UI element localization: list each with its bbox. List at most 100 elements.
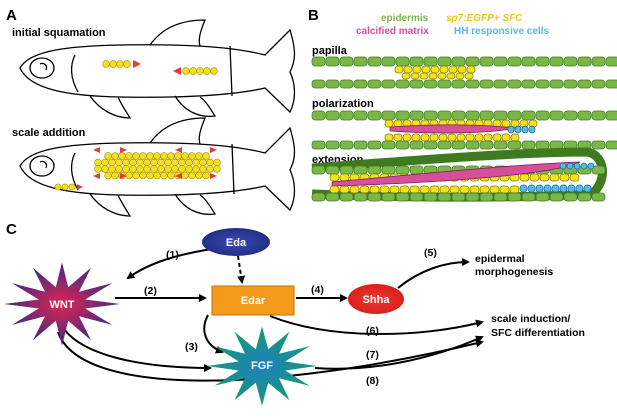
epidermis-cell bbox=[535, 110, 550, 121]
sfc-cell bbox=[489, 185, 500, 194]
scale-cell bbox=[104, 152, 112, 160]
hh-cell bbox=[587, 162, 595, 170]
hh-cell bbox=[551, 184, 560, 193]
epidermis-cell bbox=[535, 56, 550, 67]
scale-cell bbox=[157, 165, 165, 173]
arrowhead-red bbox=[175, 173, 182, 179]
scale-cell bbox=[111, 171, 119, 180]
epidermis-cell bbox=[507, 140, 522, 150]
epidermis-cell bbox=[549, 56, 564, 67]
epidermis-cell bbox=[549, 110, 564, 121]
hh-cell bbox=[575, 184, 584, 193]
epidermis-cell bbox=[451, 192, 466, 202]
arrow-5 bbox=[397, 258, 470, 289]
calcified-matrix bbox=[331, 161, 581, 187]
sfc-cell bbox=[559, 173, 570, 182]
epidermis-cell bbox=[409, 165, 424, 175]
arrowhead-red bbox=[210, 147, 217, 153]
hh-cell bbox=[527, 184, 536, 193]
scale-cell bbox=[104, 171, 112, 180]
hh-cell bbox=[521, 125, 529, 134]
legend-matrix: calcified matrix bbox=[356, 26, 429, 37]
outcome-epidermal-line1: epidermal bbox=[475, 253, 525, 265]
sfc-cell bbox=[483, 133, 493, 142]
epidermis-cell bbox=[577, 192, 592, 202]
scale-cell bbox=[122, 165, 130, 173]
scale-cell bbox=[143, 158, 151, 167]
epidermis-cell bbox=[395, 79, 410, 89]
scale-cell bbox=[188, 152, 196, 160]
scale-cell bbox=[160, 171, 168, 180]
scale-cell bbox=[195, 152, 203, 160]
epidermis-cell bbox=[367, 79, 382, 89]
epidermis-cell bbox=[325, 79, 340, 89]
epidermis-cell bbox=[325, 56, 340, 67]
arrow-label-1: (1) bbox=[166, 249, 179, 261]
arrow-label-3: (3) bbox=[185, 341, 198, 353]
scale-cell bbox=[181, 171, 189, 180]
epidermis-cell bbox=[521, 140, 536, 150]
sfc-cell bbox=[539, 173, 550, 182]
sfc-cell bbox=[430, 65, 440, 74]
epidermis-cell bbox=[521, 56, 536, 67]
epidermis-cell bbox=[563, 56, 578, 67]
epidermis-cell bbox=[339, 140, 354, 150]
scale-cell bbox=[139, 152, 147, 160]
fish-1-scales bbox=[102, 60, 218, 75]
node-fgf: FGF bbox=[207, 326, 317, 406]
hh-cell bbox=[528, 125, 536, 134]
scale-cell bbox=[146, 171, 154, 180]
sfc-cell bbox=[349, 185, 360, 194]
epidermis-cell bbox=[577, 79, 592, 89]
sfc-cell bbox=[384, 133, 394, 142]
sfc-cell bbox=[479, 185, 490, 194]
scale-cell bbox=[136, 158, 144, 167]
epidermis-cell bbox=[479, 110, 494, 121]
stage-label-papilla: papilla bbox=[312, 45, 348, 57]
epidermis-cell bbox=[563, 110, 578, 121]
epidermis-cell bbox=[507, 110, 522, 121]
scale-cell bbox=[199, 158, 207, 167]
epidermis-cell bbox=[367, 110, 382, 121]
sfc-cell bbox=[409, 185, 420, 194]
scale-cell bbox=[157, 158, 165, 167]
epidermis-cell bbox=[395, 140, 410, 150]
arrowhead-red bbox=[77, 184, 83, 190]
scale-cell bbox=[202, 171, 210, 180]
polarization-diagram bbox=[311, 110, 617, 150]
sfc-cell bbox=[510, 133, 520, 142]
sfc-cell bbox=[438, 133, 448, 142]
arrow-label-2: (2) bbox=[144, 285, 157, 297]
scale-cell bbox=[185, 165, 193, 173]
sfc-cell bbox=[412, 65, 422, 74]
epidermis-cell bbox=[605, 56, 617, 67]
extension-diagram bbox=[311, 147, 607, 202]
scale-cell bbox=[61, 183, 69, 191]
arrowhead-red bbox=[210, 173, 217, 179]
epidermis-cell bbox=[465, 110, 480, 121]
epidermis-cell bbox=[577, 110, 592, 121]
epidermis-cell bbox=[339, 79, 354, 89]
epidermis-cell bbox=[563, 192, 578, 202]
epidermis-cell bbox=[381, 79, 396, 89]
epidermis-cell bbox=[339, 56, 354, 67]
sfc-cell bbox=[394, 65, 404, 74]
epidermis-cell bbox=[311, 56, 326, 67]
epidermis-cell bbox=[339, 192, 354, 202]
sfc-cell bbox=[455, 72, 465, 80]
epidermis-cell bbox=[493, 56, 508, 67]
hh-cell bbox=[507, 125, 515, 134]
node-edar: Edar bbox=[211, 285, 295, 316]
epidermis-cell bbox=[367, 165, 382, 175]
scale-cell bbox=[167, 171, 175, 180]
panel-a-letter: A bbox=[6, 7, 17, 24]
epidermis-cell bbox=[353, 165, 368, 175]
scale-cell bbox=[174, 152, 182, 160]
papilla-diagram bbox=[311, 56, 617, 89]
epidermis-cell bbox=[395, 56, 410, 67]
hh-cell bbox=[580, 162, 588, 170]
scale-cell bbox=[192, 165, 200, 173]
outcome-scale-line2: SFC differentiation bbox=[491, 327, 585, 339]
